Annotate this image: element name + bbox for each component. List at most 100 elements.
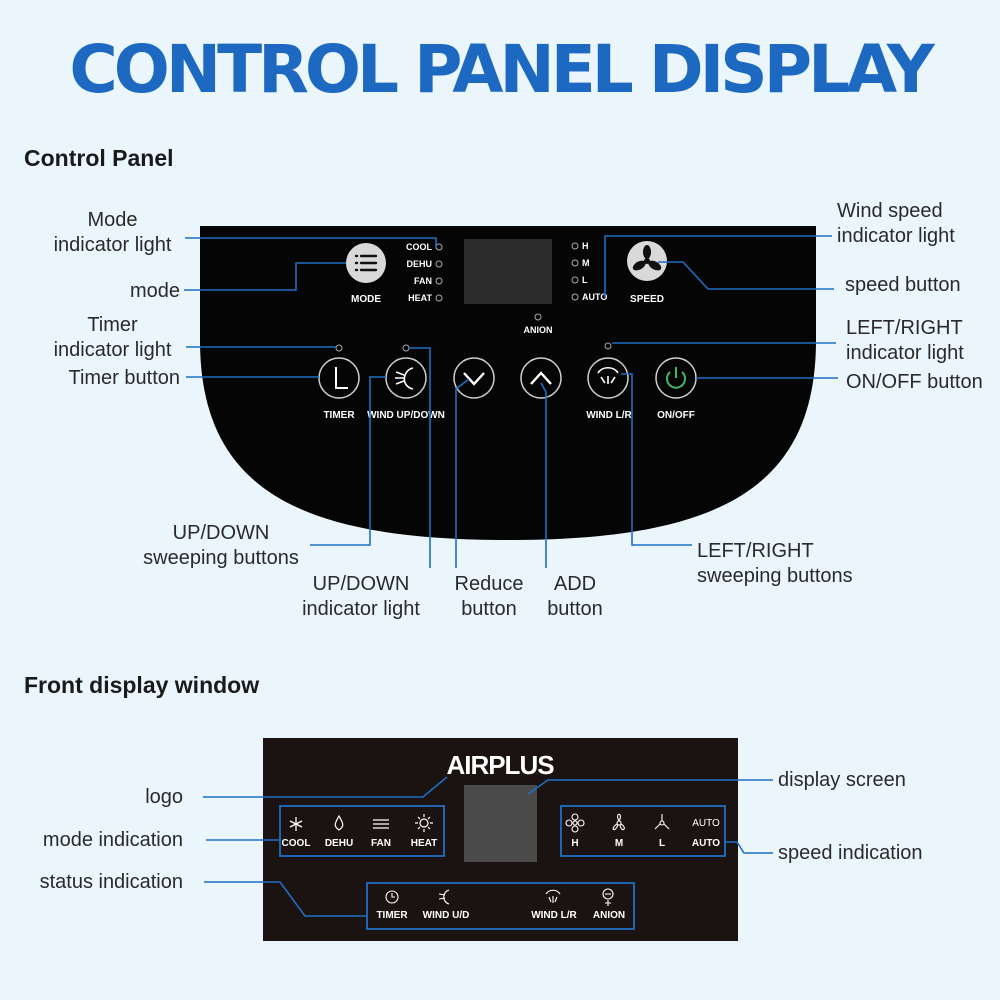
power-icon xyxy=(666,367,686,389)
callout-updown-indicator: UP/DOWN indicator light xyxy=(302,573,420,620)
reduce-button[interactable] xyxy=(453,357,495,399)
timer-button[interactable] xyxy=(318,357,360,399)
front-status-timer: TIMER xyxy=(376,910,408,921)
wind-lr-label: WIND L/R xyxy=(586,410,632,421)
speed-light-m xyxy=(571,259,579,267)
timer-icon xyxy=(335,367,348,389)
mode-item-heat: HEAT xyxy=(408,293,432,303)
chevron-down-icon xyxy=(463,372,485,386)
lr-indicator-light xyxy=(604,342,612,350)
callout-speed-indication: speed indication xyxy=(778,842,923,864)
speed-item-l: L xyxy=(582,275,588,285)
callout-updown-sweep: UP/DOWN sweeping buttons xyxy=(143,522,299,569)
timer-indicator-light xyxy=(335,344,343,352)
callout-wind-speed-indicator: Wind speed indicator light xyxy=(837,200,955,247)
fan-medium-icon xyxy=(612,813,625,831)
speed-button[interactable] xyxy=(627,241,667,281)
front-mode-dehu: DEHU xyxy=(325,838,353,849)
leader-reduce xyxy=(455,378,470,568)
wind-lr-icon xyxy=(597,366,619,384)
wind-updown-label: WIND UP/DOWN xyxy=(367,410,445,421)
callout-mode: mode xyxy=(129,280,180,302)
leader-status-indication xyxy=(204,881,367,917)
callout-status-indication: status indication xyxy=(39,871,183,893)
clock-icon xyxy=(385,890,399,904)
front-auto-icon-text: AUTO xyxy=(692,818,720,829)
front-display-screen xyxy=(464,785,537,862)
mode-button-label: MODE xyxy=(351,294,381,305)
wind-updown-button[interactable] xyxy=(385,357,427,399)
callout-speed-button: speed button xyxy=(845,274,961,296)
leader-mode-indicator xyxy=(185,237,437,247)
leader-add xyxy=(540,382,547,568)
front-status-box xyxy=(366,882,635,930)
callout-onoff: ON/OFF button xyxy=(846,371,983,393)
front-speed-l: L xyxy=(659,838,665,849)
leader-updown-sweep xyxy=(310,376,386,546)
speed-light-h xyxy=(571,242,579,250)
anion-indicator-light xyxy=(534,313,542,321)
wind-lr-button[interactable] xyxy=(587,357,629,399)
front-mode-box xyxy=(279,805,445,857)
speed-light-l xyxy=(571,276,579,284)
front-speed-auto: AUTO xyxy=(692,838,720,849)
front-status-anion: ANION xyxy=(593,910,625,921)
callout-add: ADD button xyxy=(547,573,603,620)
mode-light-dehu xyxy=(435,260,443,268)
timer-button-label: TIMER xyxy=(323,410,355,421)
leader-lr-sweep xyxy=(621,373,692,546)
mode-button[interactable] xyxy=(346,243,386,283)
leader-speed-button xyxy=(658,261,834,290)
callout-mode-indication: mode indication xyxy=(42,829,183,851)
front-mode-cool: COOL xyxy=(282,838,311,849)
mode-item-fan: FAN xyxy=(414,276,432,286)
fan-low-icon xyxy=(654,814,670,830)
callout-lr-sweep: LEFT/RIGHT sweeping buttons xyxy=(697,540,853,587)
leader-display-screen xyxy=(527,779,773,795)
front-speed-box xyxy=(560,805,726,857)
callout-timer-button: Timer button xyxy=(68,367,180,389)
anion-icon xyxy=(602,888,614,906)
callout-mode-indicator: Mode indicator light xyxy=(53,209,172,256)
front-status-wind-lr: WIND L/R xyxy=(531,910,577,921)
leader-updown-indicator xyxy=(409,347,431,568)
fan-wind-icon xyxy=(373,819,389,829)
snowflake-icon xyxy=(289,817,303,831)
speed-button-label: SPEED xyxy=(630,294,664,305)
onoff-label: ON/OFF xyxy=(657,410,695,421)
front-mode-fan: FAN xyxy=(371,838,391,849)
fan-high-icon xyxy=(565,813,585,833)
main-title: CONTROL PANEL DISPLAY xyxy=(69,31,934,108)
mode-light-fan xyxy=(435,277,443,285)
mode-light-heat xyxy=(435,294,443,302)
sun-icon xyxy=(415,814,433,832)
speed-indicator-lights xyxy=(571,242,579,301)
control-panel-heading: Control Panel xyxy=(24,145,174,171)
speed-item-auto: AUTO xyxy=(582,292,607,302)
wind-lr-small-icon xyxy=(545,889,561,903)
leader-speed-indication xyxy=(725,841,773,854)
chevron-up-icon xyxy=(530,371,552,385)
control-panel-body xyxy=(200,226,816,540)
wind-ud-icon xyxy=(438,889,450,905)
callout-reduce: Reduce button xyxy=(454,573,524,620)
mode-item-dehu: DEHU xyxy=(406,259,432,269)
callout-logo: logo xyxy=(145,786,183,808)
fan-icon xyxy=(632,245,662,271)
panel-display-window xyxy=(464,239,552,304)
front-speed-h: H xyxy=(571,838,578,849)
wind-updown-icon xyxy=(395,367,414,390)
anion-label: ANION xyxy=(524,325,553,335)
callout-timer-indicator: Timer indicator light xyxy=(53,314,172,361)
speed-light-auto xyxy=(571,293,579,301)
leader-logo xyxy=(203,776,448,798)
front-display-heading: Front display window xyxy=(24,672,260,698)
front-speed-m: M xyxy=(615,838,623,849)
front-logo: AIRPLUS xyxy=(446,750,554,780)
add-button[interactable] xyxy=(520,357,562,399)
front-status-wind-ud: WIND U/D xyxy=(423,910,470,921)
front-mode-heat: HEAT xyxy=(411,838,437,849)
speed-item-m: M xyxy=(582,258,590,268)
leader-mode xyxy=(184,262,346,291)
